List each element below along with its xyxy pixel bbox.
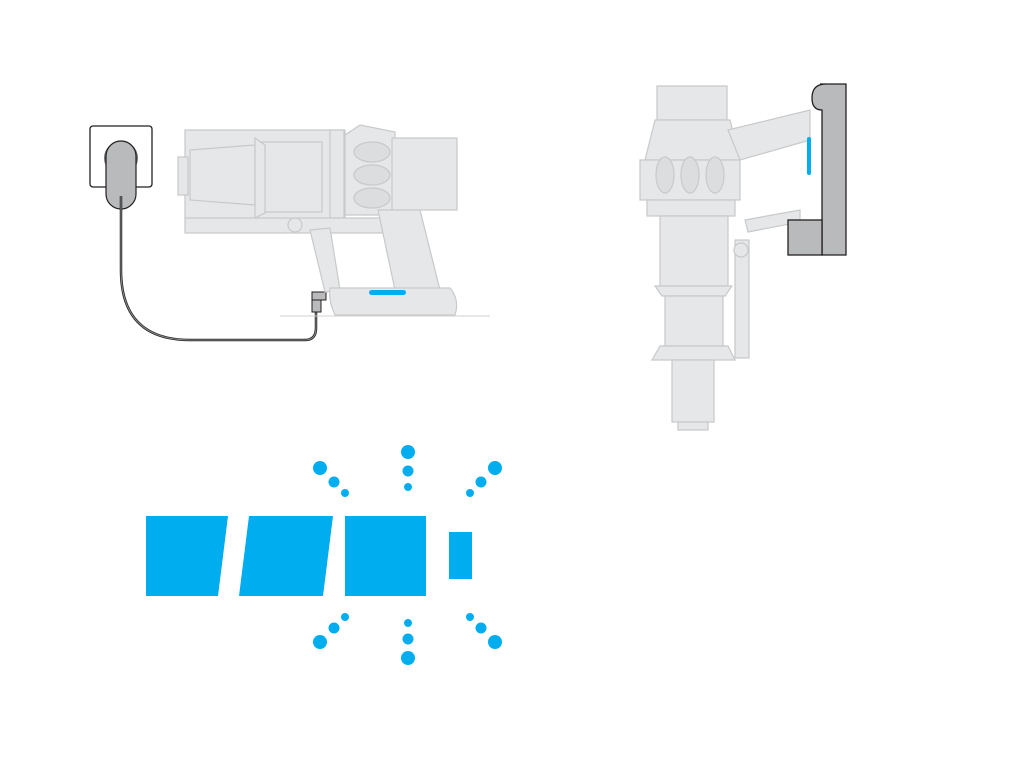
- charging-spark-dot: [466, 613, 474, 621]
- charging-spark-dot: [466, 489, 474, 497]
- charging-spark-dot: [475, 622, 487, 634]
- charging-spark-dot: [313, 635, 327, 649]
- charging-spark-dot: [402, 633, 414, 645]
- charging-spark-dot: [475, 476, 487, 488]
- wall-socket-icon: [89, 125, 153, 210]
- charging-spark-dot: [404, 619, 412, 627]
- charging-spark-dot: [341, 613, 349, 621]
- vacuum-handheld-icon: [177, 124, 458, 316]
- battery-terminal: [449, 532, 472, 579]
- charging-spark-dot: [402, 465, 414, 477]
- charger-connector-icon: [311, 291, 327, 313]
- charging-spark-dot: [328, 622, 340, 634]
- battery-segment: [345, 516, 426, 596]
- vacuum-docked-icon: [639, 85, 811, 431]
- charging-spark-dot: [488, 461, 502, 475]
- battery-segment: [239, 516, 333, 596]
- battery-segment: [146, 516, 228, 596]
- charging-spark-dot: [341, 489, 349, 497]
- battery-led-indicator: [369, 290, 406, 295]
- charging-spark-dot: [488, 635, 502, 649]
- wall-dock-icon: [787, 83, 847, 256]
- charging-spark-dot: [313, 461, 327, 475]
- charging-spark-dot: [404, 483, 412, 491]
- charging-spark-dot: [401, 445, 415, 459]
- charging-spark-dot: [401, 651, 415, 665]
- charging-spark-dot: [328, 476, 340, 488]
- battery-charging-indicator: [146, 445, 502, 665]
